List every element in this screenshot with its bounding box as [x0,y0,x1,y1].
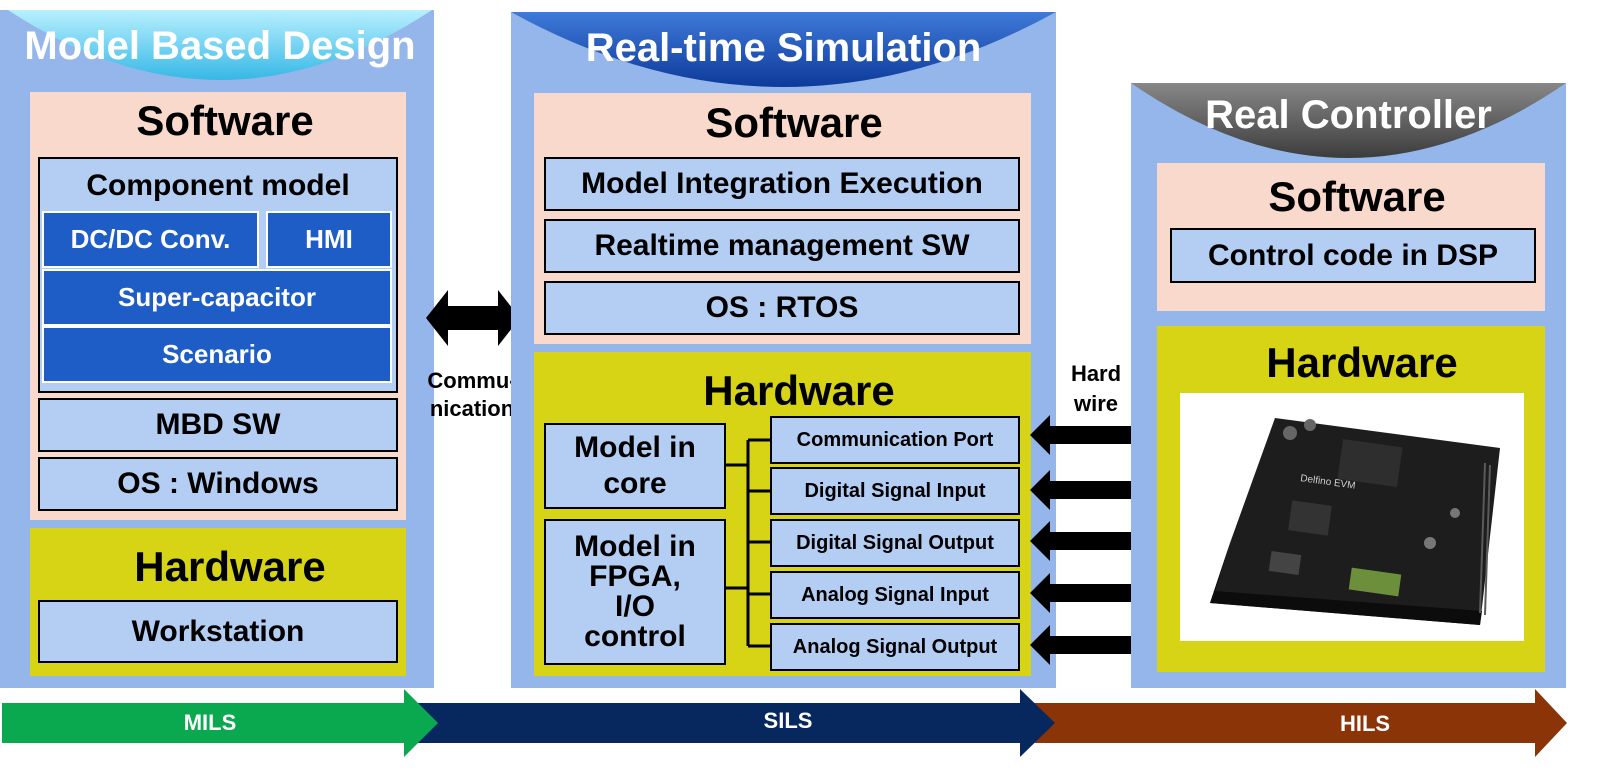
os-rtos-box: OS : RTOS [544,281,1020,335]
hils-arrow [1030,689,1567,757]
sils-arrow [410,689,1055,757]
hardwire-arrow-3 [1030,521,1160,561]
mbd-software-heading: Software [136,97,314,144]
dsp-board-photo: Delfino EVM [1180,393,1524,641]
mils-label: MILS [183,710,237,735]
dsp-board-image: Delfino EVM [1210,418,1500,625]
hardwire-arrow-5 [1030,625,1160,665]
hmi-box: HMI [266,211,392,268]
model-integration-box: Model Integration Execution [544,157,1020,211]
port-digital-input: Digital Signal Input [770,467,1020,515]
model-in-fpga-box: Model in FPGA, I/O control [544,519,726,665]
communication-arrow [426,290,520,346]
control-code-box: Control code in DSP [1170,228,1536,283]
hils-label: HILS [1339,711,1391,736]
rc-banner-shape [1131,83,1566,158]
os-windows-box: OS : Windows [38,457,398,511]
workstation-box: Workstation [38,600,398,663]
rts-title-banner: Real-time Simulation [511,12,1056,94]
supercap-box: Super-capacitor [42,269,392,326]
model-in-fpga-line1: Model in [574,530,696,563]
port-digital-output: Digital Signal Output [770,519,1020,567]
mbd-title-banner: Model Based Design [8,10,432,86]
model-in-core-box: Model in core [544,423,726,509]
rc-title: Real Controller [1205,93,1492,137]
hardwire-arrows [1030,415,1160,665]
model-in-fpga-line3: I/O [614,590,655,623]
model-in-core-line1: Model in [574,431,696,464]
mbd-title: Model Based Design [24,24,416,68]
port-analog-output: Analog Signal Output [770,623,1020,671]
communication-label-line2: nication [429,396,515,421]
model-in-fpga-line2: FPGA, [589,560,681,593]
hardwire-arrow-2 [1030,470,1160,510]
rts-hardware-heading: Hardware [703,367,895,414]
rc-hardware-heading: Hardware [1266,339,1458,386]
hardwire-arrow-4 [1030,573,1160,613]
rts-banner-shape [511,12,1056,87]
sils-label: SILS [763,708,813,733]
rts-title: Real-time Simulation [585,26,982,70]
communication-label-line1: Commu- [427,368,517,393]
dcdc-box: DC/DC Conv. [42,211,259,268]
rts-software-heading: Software [705,99,883,146]
mbd-sw-box: MBD SW [38,398,398,452]
hardwire-arrow-1 [1030,415,1160,455]
model-in-core-line2: core [603,467,667,500]
stage-arrows [2,689,1567,757]
mbd-banner-shape [8,10,432,80]
hardwire-label-line2: wire [1073,391,1119,416]
rc-title-banner: Real Controller [1131,83,1566,163]
mbd-hardware-heading: Hardware [134,543,326,590]
realtime-management-box: Realtime management SW [544,219,1020,273]
port-communication: Communication Port [770,416,1020,464]
scenario-box: Scenario [42,326,392,383]
model-in-fpga-line4: control [584,620,686,653]
port-analog-input: Analog Signal Input [770,571,1020,619]
hardwire-label-line1: Hard [1070,361,1122,386]
component-model-label: Component model [86,169,350,202]
port-connector-lines [726,438,772,648]
mils-arrow [2,689,438,757]
rc-software-heading: Software [1268,173,1446,220]
